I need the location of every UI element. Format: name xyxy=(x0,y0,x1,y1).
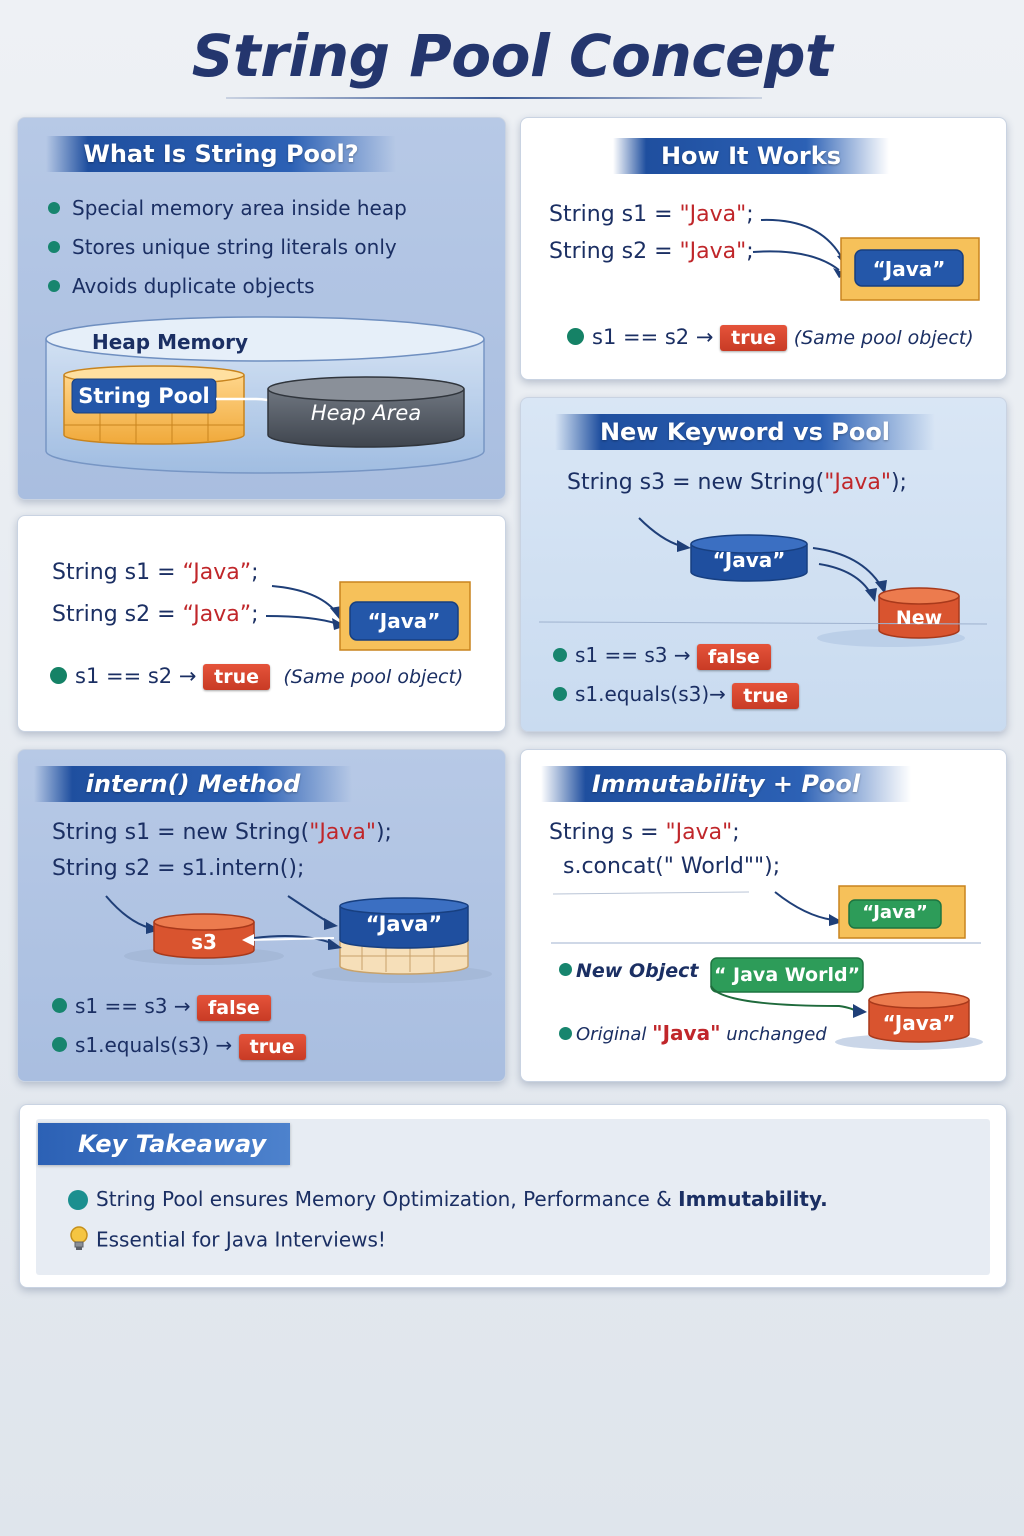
intern-diagram xyxy=(105,895,492,983)
repeat-code-line-2: String s2 = “Java”; xyxy=(52,602,259,627)
intern-result-2: s1.equals(s3) → true xyxy=(52,1033,306,1060)
what-is-heading: What Is String Pool? xyxy=(46,136,396,172)
arrow-right-icon: → xyxy=(695,325,714,349)
bullet-dot-icon xyxy=(48,240,60,253)
result-dot-icon xyxy=(52,1037,67,1052)
arrow-right-icon: → xyxy=(215,1033,233,1057)
repeat-java-object-label: “Java” xyxy=(367,609,441,633)
intern-pool-object-label: “Java” xyxy=(365,912,443,936)
result-dot-icon xyxy=(52,998,67,1013)
result-dot-icon xyxy=(567,327,584,345)
how-result-line: s1 == s2 → true (Same pool object) xyxy=(567,325,974,351)
immutability-code-line-2: s.concat(" World""); xyxy=(563,854,781,879)
true-badge: true xyxy=(732,682,800,709)
how-code-line-1: String s1 = "Java"; xyxy=(549,202,754,227)
intern-code-line-1: String s1 = new String("Java"); xyxy=(52,820,392,845)
heap-area-label: Heap Area xyxy=(310,401,422,425)
result-dot-icon xyxy=(559,963,572,976)
result-dot-icon xyxy=(50,666,67,684)
false-badge: false xyxy=(197,994,271,1021)
title-underline xyxy=(226,97,762,99)
takeaway-heading: Key Takeaway xyxy=(38,1123,290,1165)
what-is-bullet-1: Special memory area inside heap xyxy=(48,196,407,220)
same-pool-object-card: String s1 = “Java”; String s2 = “Java”; … xyxy=(17,515,506,732)
bullet-dot-icon xyxy=(68,1189,88,1210)
result-dot-icon xyxy=(559,1026,572,1040)
heap-memory-diagram xyxy=(45,316,485,474)
bullet-dot-icon xyxy=(48,201,60,214)
intern-s3-label: s3 xyxy=(191,930,217,954)
key-takeaway-card: Key Takeaway String Pool ensures Memory … xyxy=(19,1104,1007,1288)
immutability-code-line-1: String s = "Java"; xyxy=(549,820,740,845)
new-object-label: New xyxy=(895,607,943,629)
what-is-bullet-3: Avoids duplicate objects xyxy=(48,274,315,298)
how-arrows-diagram xyxy=(752,218,980,301)
how-it-works-card: How It Works String s1 = "Java"; String … xyxy=(520,117,1007,380)
repeat-result-line: s1 == s2 → true (Same pool object) xyxy=(50,664,463,690)
how-code-line-2: String s2 = "Java"; xyxy=(549,239,754,264)
original-unchanged-line: Original "Java" unchanged xyxy=(559,1021,827,1045)
immutability-java-object-label: “Java” xyxy=(862,902,928,923)
what-is-bullet-2: Stores unique string literals only xyxy=(48,235,397,259)
result-dot-icon xyxy=(553,647,567,662)
lightbulb-icon xyxy=(70,1226,88,1250)
result-dot-icon xyxy=(553,686,567,701)
what-is-string-pool-card: What Is String Pool? Special memory area… xyxy=(17,117,506,500)
new-keyword-result-2: s1.equals(s3)→ true xyxy=(553,682,800,709)
immutability-card: Immutability + Pool String s = "Java"; s… xyxy=(520,749,1007,1082)
true-badge: true xyxy=(238,1033,306,1060)
true-badge: true xyxy=(720,325,788,351)
new-keyword-result-1: s1 == s3 → false xyxy=(553,643,771,670)
original-java-object-label: “Java” xyxy=(882,1011,956,1035)
how-java-object-label: “Java” xyxy=(872,257,946,281)
new-object-line: New Object xyxy=(559,960,698,982)
immutability-diagram xyxy=(551,885,983,1050)
new-keyword-heading: New Keyword vs Pool xyxy=(555,414,935,450)
arrow-right-icon: → xyxy=(709,682,726,706)
repeat-arrows-diagram xyxy=(265,581,471,651)
java-world-object-label: “ Java World” xyxy=(713,964,861,986)
intern-code-line-2: String s2 = s1.intern(); xyxy=(52,856,305,881)
arrow-right-icon: → xyxy=(173,994,191,1018)
false-badge: false xyxy=(697,643,771,670)
heap-memory-label: Heap Memory xyxy=(92,330,249,354)
new-keyword-pool-object-label: “Java” xyxy=(712,548,786,572)
arrow-right-icon: → xyxy=(673,643,691,667)
arrow-right-icon: → xyxy=(178,664,197,688)
true-badge: true xyxy=(203,664,271,690)
intern-heading: intern() Method xyxy=(34,766,352,802)
string-pool-label: String Pool xyxy=(78,384,210,408)
repeat-code-line-1: String s1 = “Java”; xyxy=(52,560,259,585)
takeaway-line-2: Essential for Java Interviews! xyxy=(68,1226,386,1255)
takeaway-line-1: String Pool ensures Memory Optimization,… xyxy=(68,1187,828,1211)
how-it-works-heading: How It Works xyxy=(613,138,889,174)
page-title: String Pool Concept xyxy=(191,22,833,90)
immutability-heading: Immutability + Pool xyxy=(541,766,911,802)
new-keyword-code-line: String s3 = new String("Java"); xyxy=(567,470,907,495)
new-keyword-card: New Keyword vs Pool String s3 = new Stri… xyxy=(520,397,1007,732)
bullet-dot-icon xyxy=(48,279,60,292)
intern-method-card: intern() Method String s1 = new String("… xyxy=(17,749,506,1082)
intern-result-1: s1 == s3 → false xyxy=(52,994,271,1021)
new-keyword-diagram xyxy=(538,517,988,647)
